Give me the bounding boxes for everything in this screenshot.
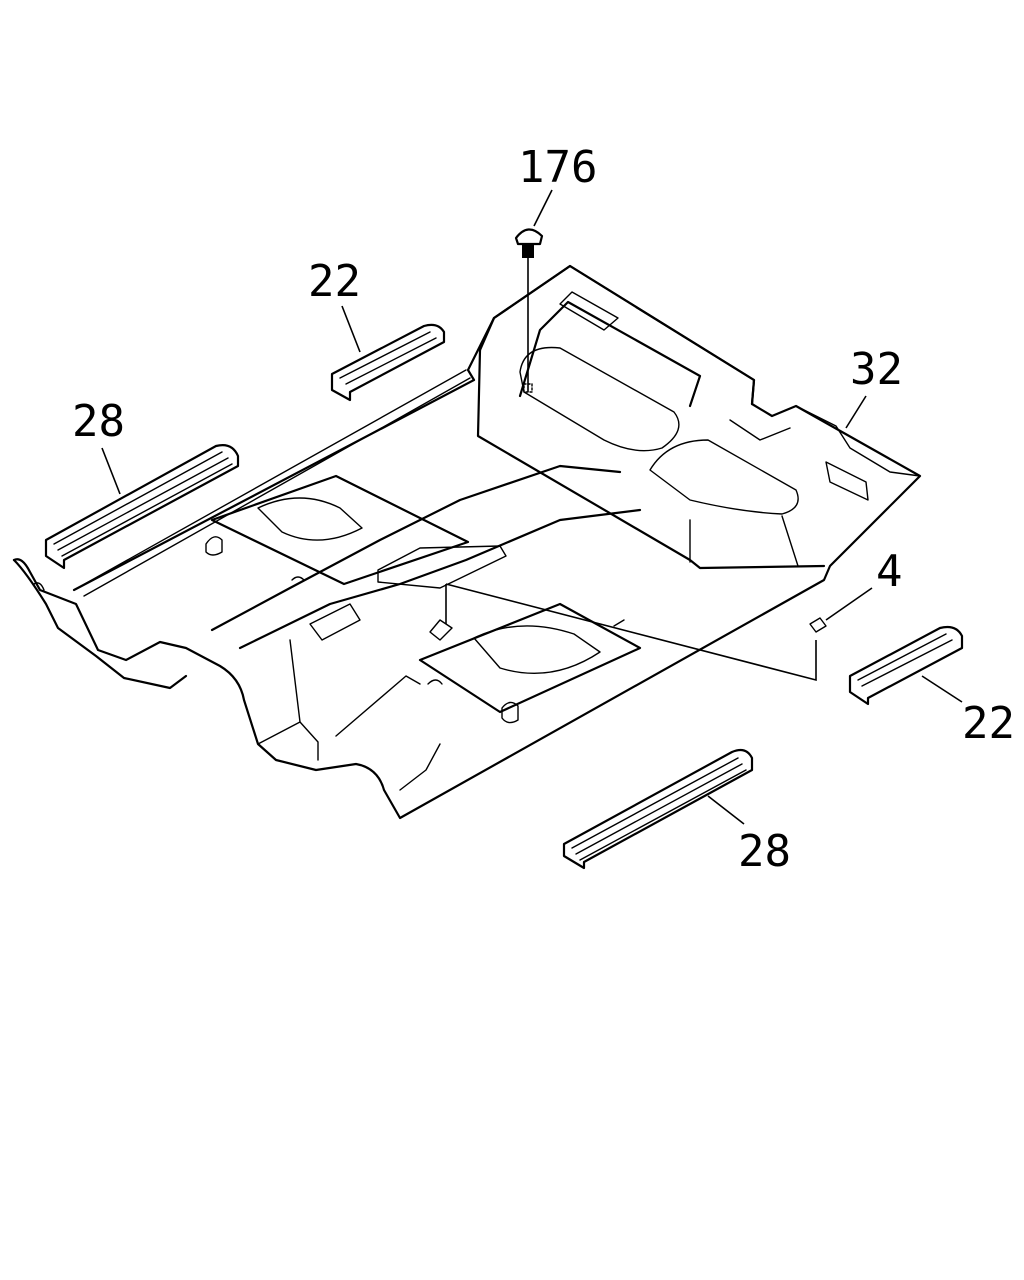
leader-22-upper — [341, 305, 361, 353]
sill-plate-22-lower — [848, 625, 964, 706]
leader-4 — [825, 587, 873, 621]
callout-28-lower: 28 — [738, 826, 791, 877]
sill-plate-28-upper — [44, 444, 240, 570]
sill-plate-22-upper — [330, 323, 446, 402]
callout-28-upper: 28 — [72, 396, 125, 447]
part-4 — [809, 617, 827, 633]
leader-176 — [533, 189, 553, 227]
leader-32 — [845, 395, 867, 429]
callout-176: 176 — [518, 142, 597, 193]
leader-28-lower — [707, 795, 745, 825]
callout-22-upper: 22 — [308, 256, 361, 307]
leader-28-upper — [101, 447, 121, 495]
callout-4: 4 — [876, 546, 903, 597]
floor-carpet — [12, 264, 922, 820]
sill-plate-28-lower — [562, 748, 754, 870]
leader-22-lower — [921, 675, 963, 703]
callout-22-lower: 22 — [962, 698, 1015, 749]
callout-32: 32 — [850, 344, 903, 395]
